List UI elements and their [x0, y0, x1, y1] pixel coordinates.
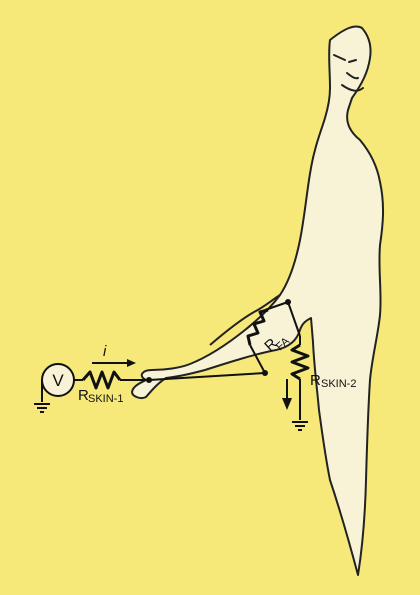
rskin1-label-sub: SKIN-1 — [88, 393, 123, 405]
voltage-source-label: V — [52, 371, 64, 390]
rskin2-label-main: R — [310, 372, 321, 389]
rskin2-label-sub: SKIN-2 — [321, 378, 356, 390]
